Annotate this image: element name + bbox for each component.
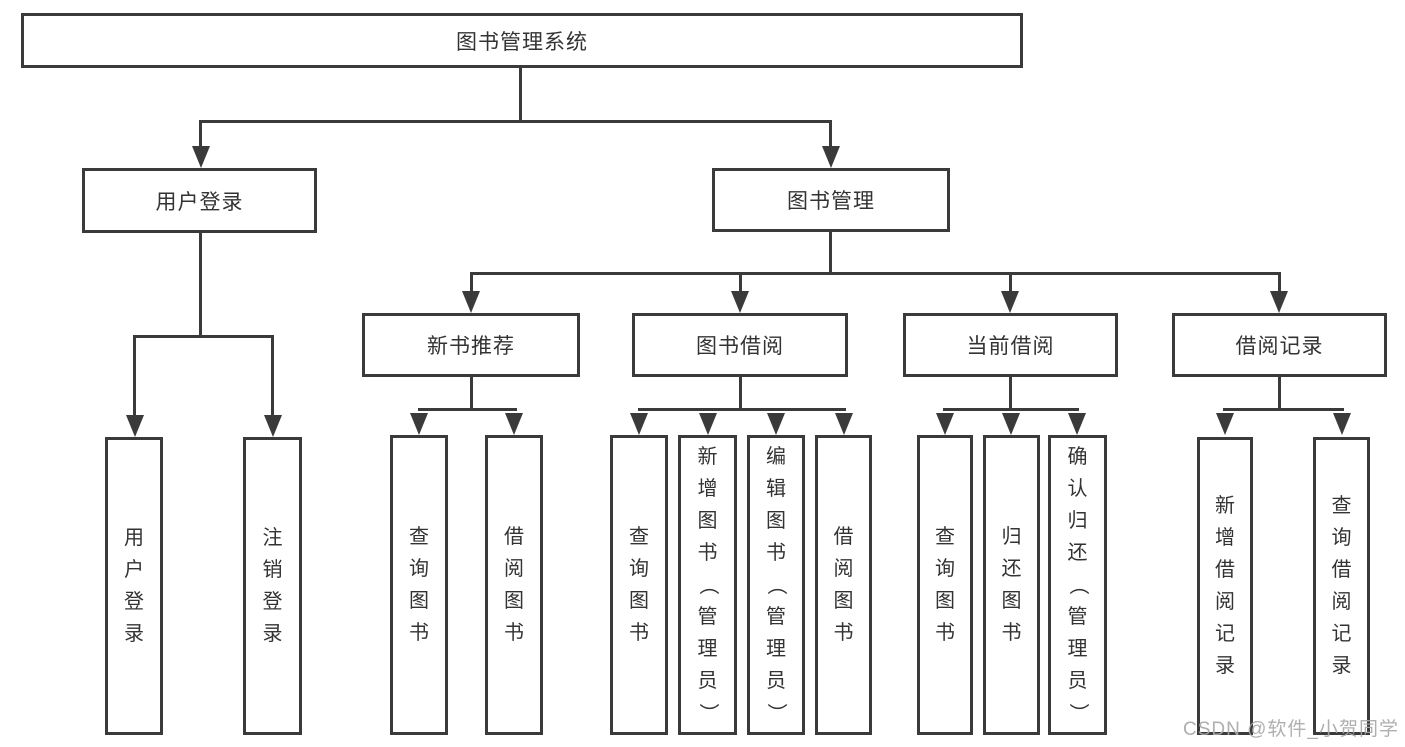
arrow-head-icon — [1001, 291, 1019, 313]
node-add-borrow-record: 新增借阅记录 — [1197, 437, 1253, 735]
arrow-head-icon — [1333, 413, 1351, 435]
node-user-login: 用户登录 — [82, 168, 317, 233]
node-new-book-recommendation: 新书推荐 — [362, 313, 580, 377]
arrow-head-icon — [410, 413, 428, 435]
arrow-head-icon — [126, 415, 144, 437]
connector-line — [199, 120, 832, 123]
connector-line — [519, 66, 522, 122]
arrow-head-icon — [699, 413, 717, 435]
arrow-head-icon — [264, 415, 282, 437]
arrow-head-icon — [1068, 413, 1086, 435]
arrow-head-icon — [1002, 413, 1020, 435]
node-current-borrowing: 当前借阅 — [903, 313, 1118, 377]
connector-line — [1278, 377, 1281, 411]
node-query-books-recommend: 查询图书 — [390, 435, 448, 735]
arrow-head-icon — [1216, 413, 1234, 435]
connector-line — [133, 335, 274, 338]
node-query-books-current: 查询图书 — [917, 435, 973, 735]
connector-line — [638, 408, 846, 411]
connector-line — [418, 408, 517, 411]
connector-line — [133, 335, 136, 417]
node-user-login-leaf: 用户登录 — [105, 437, 163, 735]
node-add-book-admin: 新增图书（管理员） — [678, 435, 737, 735]
connector-line — [1223, 408, 1344, 411]
node-book-management: 图书管理 — [712, 168, 950, 232]
connector-line — [470, 272, 473, 294]
connector-line — [829, 120, 832, 150]
connector-line — [470, 272, 1281, 275]
arrow-head-icon — [1270, 291, 1288, 313]
connector-line — [1009, 377, 1012, 411]
node-borrow-books-recommend: 借阅图书 — [485, 435, 543, 735]
csdn-watermark: CSDN @软件_小贺同学 — [1183, 719, 1399, 740]
node-library-management-system: 图书管理系统 — [21, 13, 1023, 68]
connector-line — [1009, 272, 1012, 294]
node-borrowing-records: 借阅记录 — [1172, 313, 1387, 377]
arrow-head-icon — [835, 413, 853, 435]
connector-line — [199, 120, 202, 150]
arrow-head-icon — [767, 413, 785, 435]
arrow-head-icon — [630, 413, 648, 435]
node-confirm-return-admin: 确认归还（管理员） — [1048, 435, 1107, 735]
connector-line — [271, 335, 274, 417]
connector-line — [739, 272, 742, 294]
node-edit-book-admin: 编辑图书（管理员） — [747, 435, 805, 735]
arrow-head-icon — [462, 291, 480, 313]
connector-line — [943, 408, 1079, 411]
connector-line — [199, 233, 202, 338]
arrow-head-icon — [936, 413, 954, 435]
node-logout: 注销登录 — [243, 437, 302, 735]
node-query-books-borrowing: 查询图书 — [610, 435, 668, 735]
connector-line — [829, 232, 832, 275]
node-return-books: 归还图书 — [983, 435, 1040, 735]
node-book-borrowing: 图书借阅 — [632, 313, 848, 377]
arrow-head-icon — [505, 413, 523, 435]
node-borrow-books-leaf: 借阅图书 — [815, 435, 872, 735]
arrow-head-icon — [731, 291, 749, 313]
connector-line — [739, 377, 742, 411]
node-query-borrow-record: 查询借阅记录 — [1313, 437, 1370, 735]
arrow-head-icon — [822, 146, 840, 168]
connector-line — [470, 377, 473, 411]
connector-line — [1278, 272, 1281, 294]
arrow-head-icon — [192, 146, 210, 168]
